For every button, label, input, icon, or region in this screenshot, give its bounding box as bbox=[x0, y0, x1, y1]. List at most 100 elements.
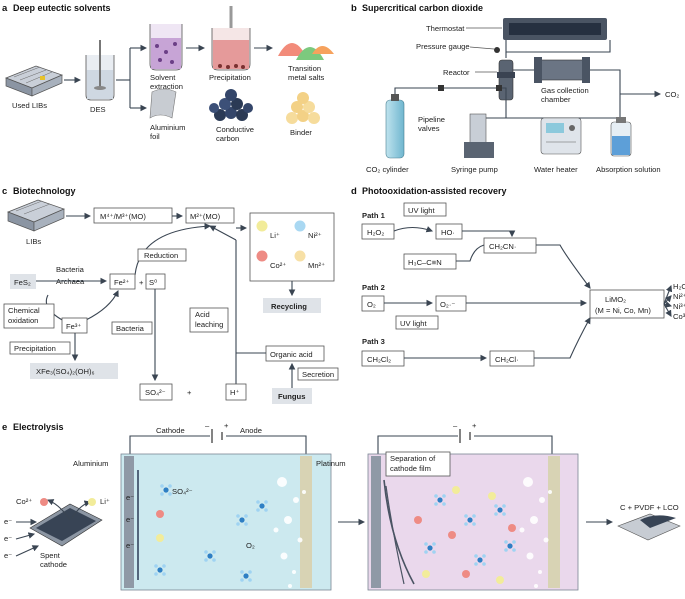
gas-collection-chamber-label-2: chamber bbox=[541, 95, 571, 104]
secretion-label: Secretion bbox=[302, 370, 334, 379]
metal-ion-icon bbox=[422, 570, 430, 578]
ion-label: Ni²⁺ bbox=[308, 231, 322, 240]
binder-label: Binder bbox=[290, 128, 312, 137]
pipeline-valve-icon bbox=[438, 85, 444, 91]
m-box-2-label: M²⁺(MO) bbox=[190, 212, 221, 221]
bubble-icon bbox=[302, 490, 306, 494]
ion-grid: Li⁺Ni²⁺Co²⁺Mn²⁺ bbox=[256, 220, 325, 270]
fes2-label: FeS₂ bbox=[14, 278, 31, 287]
plus-label: + bbox=[224, 421, 229, 430]
uv-light-2-box bbox=[395, 315, 439, 330]
aluminium-foil-label-2: foil bbox=[150, 132, 160, 141]
metal-ion-icon bbox=[448, 531, 456, 539]
electron-label-3: e⁻ bbox=[4, 551, 12, 560]
fe2-box bbox=[109, 273, 136, 290]
precipitation-label: Precipitation bbox=[14, 344, 56, 353]
reduction-box bbox=[137, 248, 187, 262]
uv-light-1-label: UV light bbox=[408, 206, 435, 215]
panel-e-letter: e bbox=[2, 422, 7, 433]
binder-icon bbox=[286, 92, 320, 124]
panel-c-title: Biotechnology bbox=[13, 186, 76, 196]
sulfate-ion-icon bbox=[163, 487, 169, 493]
electron-label-2: e⁻ bbox=[4, 534, 12, 543]
liplus-ion-icon bbox=[88, 498, 96, 506]
electron-cell-label-1: e⁻ bbox=[126, 493, 134, 502]
co2-cylinder-label: CO₂ cylinder bbox=[366, 165, 409, 174]
precipitation-box bbox=[9, 341, 71, 355]
gas-collection-chamber-icon bbox=[534, 57, 590, 83]
metal-ion-icon bbox=[462, 570, 470, 578]
sulfate-ion-icon bbox=[157, 567, 163, 573]
transition-metal-salts-label-1: Transition bbox=[288, 64, 321, 73]
panel-d-letter: d bbox=[351, 186, 357, 197]
separation-box bbox=[385, 451, 451, 477]
ion-icon bbox=[256, 250, 268, 262]
bacteria-mid-label: Bacteria bbox=[116, 324, 145, 333]
co2-out-label: CO₂ bbox=[665, 90, 679, 99]
libs-battery-icon bbox=[7, 199, 65, 232]
metal-ion-icon bbox=[452, 486, 460, 494]
water-heater-label: Water heater bbox=[534, 165, 578, 174]
ch2cl-label: CH₂Cl· bbox=[495, 355, 519, 364]
fes2-box bbox=[10, 274, 36, 289]
sulfate-ion-icon bbox=[477, 557, 483, 563]
liplus-label: Li⁺ bbox=[100, 497, 110, 506]
syringe-pump-icon bbox=[464, 113, 494, 158]
gas-collection-chamber-label-1: Gas collection bbox=[541, 86, 589, 95]
minus-label-2: – bbox=[453, 421, 458, 430]
electron-cell-label-3: e⁻ bbox=[126, 541, 134, 550]
panel-d: d Photooxidation-assisted recovery Path … bbox=[351, 186, 685, 367]
product-arrow bbox=[663, 301, 673, 308]
limo2-label: LiMO₂ bbox=[605, 295, 626, 304]
pipeline-valves-label-1: Pipeline bbox=[418, 115, 445, 124]
product-label: H₂O bbox=[673, 282, 685, 291]
aluminium-electrode bbox=[124, 456, 134, 588]
panel-a: a Deep eutectic solvents Used LIBs DES bbox=[2, 3, 334, 143]
ch2cl2-label: CH₂Cl₂ bbox=[367, 355, 391, 364]
m-box-1-label: M⁴⁺/M³⁺(MO) bbox=[100, 212, 146, 221]
panel-a-title: Deep eutectic solvents bbox=[13, 3, 111, 13]
h2o2-label: H₂O₂ bbox=[367, 228, 384, 237]
so4-label: SO₄²⁻ bbox=[172, 487, 193, 496]
electrolysis-cell-2 bbox=[367, 453, 579, 591]
o2-radical-label: O₂·⁻ bbox=[440, 300, 455, 309]
thermostat-label: Thermostat bbox=[426, 24, 465, 33]
ion-icon bbox=[256, 220, 268, 232]
bubble-icon bbox=[538, 570, 542, 574]
spent-cathode-label-1: Spent bbox=[40, 551, 61, 560]
product-label: Ni²⁺ bbox=[673, 292, 685, 301]
ion-icon bbox=[294, 250, 306, 262]
electron-label-1: e⁻ bbox=[4, 517, 12, 526]
sulfate-ion-icon bbox=[243, 573, 249, 579]
chemical-oxidation-label-1: Chemical bbox=[8, 306, 40, 315]
cell-1-ions bbox=[154, 484, 268, 582]
metal-ion-icon bbox=[156, 510, 164, 518]
limo2-box bbox=[589, 289, 665, 319]
solvent-extraction-label-2: extraction bbox=[150, 82, 183, 91]
used-libs-battery-icon bbox=[5, 65, 63, 97]
ho-label: HO· bbox=[441, 228, 455, 237]
co2-cylinder-icon bbox=[385, 94, 405, 159]
bubble-icon bbox=[523, 477, 533, 487]
panel-c: c Biotechnology LIBs M⁴⁺/M³⁺(MO) M²⁺(MO)… bbox=[2, 186, 339, 404]
acid-leaching-box bbox=[189, 307, 229, 333]
panel-e: e Electrolysis Cathode – + Anode Alumini… bbox=[2, 421, 681, 591]
so4-box bbox=[139, 383, 173, 401]
acid-leaching-label-2: leaching bbox=[195, 320, 223, 329]
o2-label: O₂ bbox=[246, 541, 255, 550]
sulfate-ion-icon bbox=[207, 553, 213, 559]
bacteria-mid-box bbox=[111, 321, 153, 335]
pipeline-valve-icon bbox=[496, 85, 502, 91]
precipitation-beaker-icon bbox=[211, 6, 251, 71]
bubble-icon bbox=[277, 477, 287, 487]
absorption-solution-label: Absorption solution bbox=[596, 165, 661, 174]
libs-label: LIBs bbox=[26, 237, 41, 246]
h3c-cn-label: H₃C–C≡N bbox=[408, 258, 442, 267]
recycling-label: Recycling bbox=[271, 302, 307, 311]
ion-label: Co²⁺ bbox=[270, 261, 286, 270]
separation-label-2: cathode film bbox=[390, 464, 431, 473]
product-arrow bbox=[663, 284, 673, 305]
path-3-label: Path 3 bbox=[362, 337, 385, 346]
conductive-carbon-label-1: Conductive bbox=[216, 125, 254, 134]
